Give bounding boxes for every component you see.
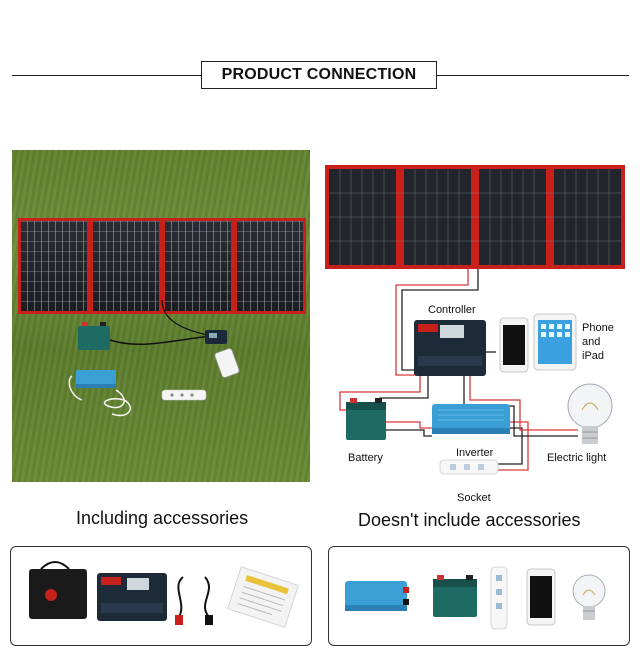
battery-icon <box>433 575 477 617</box>
diagram-battery <box>346 398 386 440</box>
light-label: Electric light <box>547 452 607 464</box>
not-included-accessories <box>345 566 606 630</box>
cables-icon <box>175 576 213 625</box>
controller-icon <box>97 573 167 621</box>
diagram-ipad <box>533 313 577 371</box>
carry-bag-icon <box>29 561 87 619</box>
controller-label: Controller <box>428 304 476 316</box>
socket-icon <box>490 566 508 630</box>
solar-panel-2 <box>90 218 162 314</box>
phone-label-2: and <box>582 336 601 348</box>
diagram-controller <box>414 320 486 376</box>
diagram-socket <box>439 459 499 475</box>
not-included-accessories-box <box>328 546 630 646</box>
solar-panel-1 <box>18 218 90 314</box>
diagram-phone <box>499 317 529 373</box>
socket-label: Socket <box>457 492 491 504</box>
included-accessories <box>29 561 299 628</box>
inverter-label: Inverter <box>456 447 494 459</box>
diagram-light-bulb <box>567 383 613 444</box>
light-bulb-icon <box>572 574 606 620</box>
diagram-inverter <box>432 404 510 434</box>
battery-label: Battery <box>348 452 383 464</box>
solar-panel-3 <box>162 218 234 314</box>
connection-diagram <box>325 165 625 475</box>
diagram-solar-panels <box>325 165 625 269</box>
solar-panel-4 <box>234 218 306 314</box>
included-accessories-box <box>10 546 312 646</box>
header-line-left <box>12 75 202 76</box>
product-photo <box>12 150 310 482</box>
header-line-right <box>437 75 629 76</box>
inverter-icon <box>345 581 409 611</box>
phone-label-1: Phone <box>582 322 614 334</box>
phone-icon <box>526 568 556 626</box>
phone-label-3: iPad <box>582 350 605 362</box>
manual-icon <box>227 566 299 628</box>
photo-accessories <box>68 299 240 417</box>
caption-including: Including accessories <box>76 508 249 528</box>
page-title: PRODUCT CONNECTION <box>201 61 437 89</box>
caption-not-included: Doesn't include accessories <box>358 510 581 530</box>
